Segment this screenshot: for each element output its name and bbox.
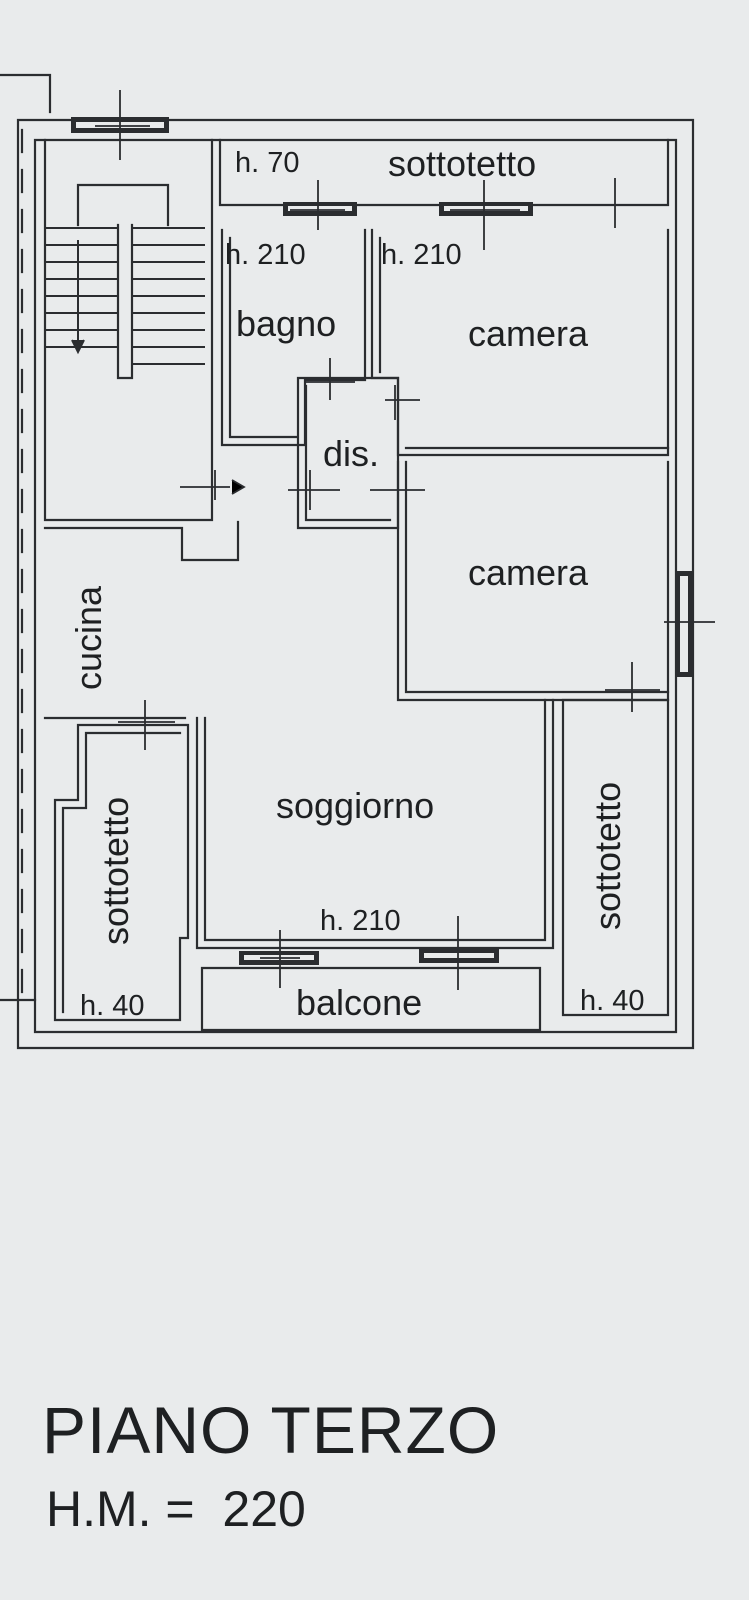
label-soggiorno: soggiorno — [276, 785, 434, 826]
kitchen-wall — [43, 520, 240, 562]
camera-1-wall-inner — [378, 236, 670, 450]
label-camera-1: camera — [468, 313, 589, 354]
inner-perimeter-wall — [33, 138, 678, 1034]
stair-landing — [116, 223, 134, 380]
label-bagno: bagno — [236, 303, 336, 344]
label-height-sottotetto-right: h. 40 — [580, 985, 645, 1017]
label-dis: dis. — [323, 433, 379, 474]
label-sottotetto-right: sottotetto — [587, 782, 628, 930]
label-cucina: cucina — [68, 585, 109, 690]
sottotetto-left-wall-inner — [61, 731, 182, 1014]
label-camera-2: camera — [468, 552, 589, 593]
adjacent-building-wall — [0, 73, 52, 114]
soggiorno-wall — [203, 698, 547, 942]
stair-core — [76, 183, 170, 227]
stair-treads — [45, 227, 205, 365]
floor-average-height: H.M. = 220 — [46, 1481, 306, 1537]
label-height-soggiorno: h. 210 — [320, 905, 401, 937]
camera-1-wall — [370, 228, 670, 457]
dis-wall-inner — [304, 384, 392, 522]
label-sottotetto-left: sottotetto — [95, 797, 136, 945]
sottotetto-right-wall — [561, 698, 670, 1017]
label-height-camera-1: h. 210 — [381, 239, 462, 271]
bagno-wall-inner — [228, 236, 299, 439]
soggiorno-wall-inner — [195, 698, 555, 950]
camera-2-wall-inner — [404, 460, 670, 694]
sottotetto-left-wall — [53, 723, 190, 1022]
balcone-wall — [200, 966, 542, 1032]
perimeter-wall — [16, 118, 695, 1050]
floor-plan: sottotetto h. 70 h. 210 h. 210 bagno cam… — [0, 73, 715, 1050]
camera-2-wall — [396, 460, 670, 702]
door-marks — [95, 90, 715, 990]
label-height-sottotetto-left: h. 40 — [80, 990, 145, 1022]
label-height-sottotetto-top: h. 70 — [235, 147, 300, 179]
floor-title: PIANO TERZO — [42, 1393, 500, 1467]
label-balcone: balcone — [296, 982, 422, 1023]
label-height-bagno: h. 210 — [225, 239, 306, 271]
label-sottotetto-top: sottotetto — [388, 143, 536, 184]
